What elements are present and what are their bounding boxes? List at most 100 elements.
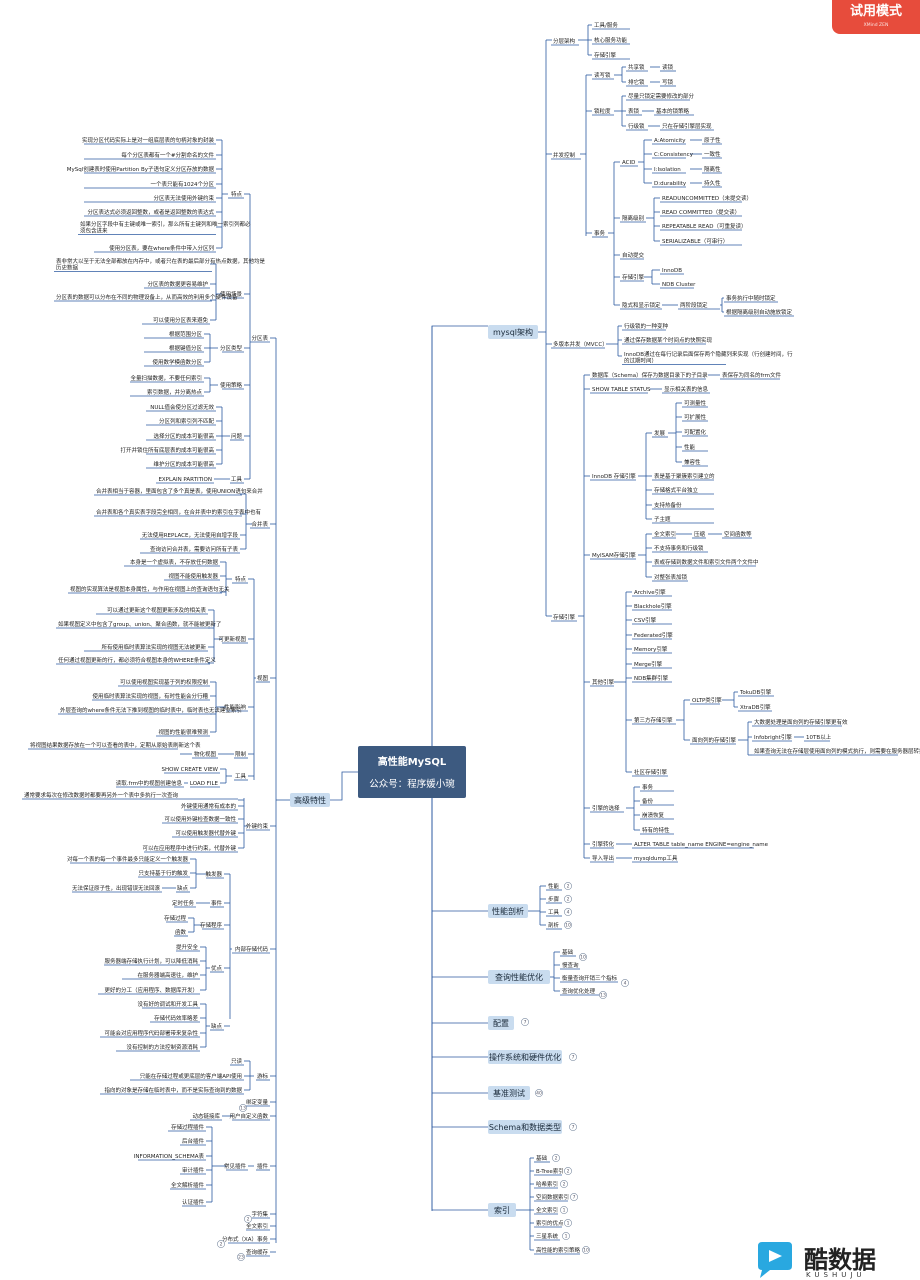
category-advanced-features-label: 高级特性: [294, 795, 326, 805]
collapse-count-badge[interactable]: [562, 1232, 570, 1240]
materialized-view-desc: 将视图结果数据存放在一个可以查看的表中，定期从原始表刷新这个表: [30, 741, 201, 749]
trial-mode-sub: XMind ZEN: [863, 23, 889, 28]
category-mysql-arch[interactable]: [488, 325, 538, 339]
foreign-key-item: 外键使用通常有成本的: [181, 802, 237, 810]
implicit-explicit-lock-node: 隐式和显示锁定: [622, 301, 661, 309]
category-performance-profiling-label: 性能剖析: [492, 906, 524, 916]
rw-lock-node: 读写锁: [594, 71, 611, 79]
view-perf-node: 性能影响: [224, 703, 247, 711]
arch-layer-item: 核心服务功能: [594, 36, 628, 44]
innodb-develop-item: 可扩展性: [684, 413, 707, 421]
innodb-feature: 支持热备份: [654, 501, 682, 509]
stored-code-cons-node: 缺点: [211, 1022, 223, 1030]
isolation-level-item: READUNCOMMITTED（未提交读）: [662, 194, 752, 202]
acid-property: A:Atomicity: [654, 138, 686, 144]
collapse-count-badge[interactable]: [621, 979, 629, 987]
innodb-develop-item: 可配置化: [684, 428, 707, 436]
plugin-item: 后台插件: [182, 1137, 205, 1145]
collapse-count-badge[interactable]: [564, 1167, 572, 1175]
foreign-key-item: 可以使用触发器代替外键: [175, 829, 236, 837]
category-index-label: 索引: [494, 1205, 510, 1215]
stored-code-cons-item: 可能会对应用程序代码部署带来复杂性: [104, 1029, 198, 1037]
category-os-hardware[interactable]: [488, 1050, 562, 1064]
collapse-count-badge[interactable]: [564, 921, 572, 929]
partition-feature-item: 实现分区代码实际上是对一组底层表的句柄对象的封装: [82, 136, 215, 144]
myisam-spatial: 空间函数等: [724, 530, 752, 538]
collapse-count-badge[interactable]: [560, 1180, 568, 1188]
central-topic-subtitle: 公众号：程序媛小琬: [369, 778, 455, 790]
collapse-count-badge[interactable]: [599, 991, 607, 999]
partition-scene-item: 表非常大以至于无法全部都放在内存中，或者只在表的最后部分有热点数据，其他均是历史…: [56, 257, 266, 272]
category-benchmark[interactable]: [488, 1086, 530, 1100]
lock-granularity-node: 锁粒度: [594, 107, 611, 115]
innodb-develop-item: 兼容性: [684, 458, 701, 466]
other-engine-item: CSV引擎: [634, 616, 657, 624]
partition-feature-item: 使用分区表，要在where条件中带入分区列: [109, 244, 214, 252]
acid-property-cn: 隔离性: [704, 165, 721, 173]
partition-feature-node: 特点: [231, 190, 243, 198]
show-table-status-node: SHOW TABLE STATUS: [592, 387, 651, 393]
collapse-count-badge[interactable]: [564, 1219, 572, 1227]
collapse-count: 10: [580, 955, 586, 961]
engine-choice-node: 引擎的选择: [592, 804, 620, 812]
collapse-count-badge[interactable]: [564, 882, 572, 890]
collapse-count-badge[interactable]: [217, 1240, 225, 1248]
mvcc-item: 通过保存数据某个时间点的快照实现: [624, 336, 713, 344]
row-lock-desc: 只在存储引擎层实现: [662, 122, 712, 130]
collapse-count-badge[interactable]: [569, 1053, 577, 1061]
category-query-optimization[interactable]: [488, 970, 550, 984]
mvcc-item: 行级锁的一种变种: [624, 322, 669, 330]
category-index[interactable]: [488, 1203, 516, 1217]
other-engine-item: NDB集群引擎: [634, 674, 669, 682]
partition-feature-item: 分区表达式必须返回整数，或者是返回整数的表达式: [87, 208, 214, 216]
myisam-engine-node: MyISAM存储引擎: [592, 551, 636, 559]
acid-property: D:durability: [654, 181, 687, 187]
collapse-count-badge[interactable]: [237, 1253, 245, 1261]
category-performance-profiling[interactable]: [488, 904, 528, 918]
plugin-item: INFORMATION_SCHEMA表: [134, 1152, 205, 1160]
trigger-cons-node: 缺点: [177, 884, 189, 892]
index-item: B-Tree索引: [536, 1167, 564, 1175]
schema-dir-node: 数据库（Schema）保存为数据目录下的子目录: [592, 371, 708, 379]
innodb-feature: 子主题: [654, 515, 671, 523]
column-engine-desc: 大数据处理是面向列的存储引擎更有效: [754, 718, 848, 726]
category-advanced-features[interactable]: [290, 793, 330, 807]
stored-code-cons-item: 没有控制的方法控制资源消耗: [126, 1043, 198, 1051]
oltp-engines-node: OLTP类引擎: [692, 696, 722, 704]
advanced-tail-item: 字符集: [251, 1210, 268, 1218]
collapse-count-badge[interactable]: [564, 895, 572, 903]
central-topic[interactable]: [358, 746, 466, 798]
exclusive-lock-node: 排它锁: [628, 78, 645, 86]
foreign-key-node: 外键约束: [246, 822, 269, 830]
category-schema-datatypes-label: Schema和数据类型: [489, 1122, 561, 1132]
innodb-leaf: InnoDB: [662, 268, 682, 274]
collapse-count-badge[interactable]: [535, 1089, 543, 1097]
plugin-item: 存储过程插件: [171, 1123, 205, 1131]
collapse-count-badge[interactable]: [239, 1104, 247, 1112]
collapse-count-badge[interactable]: [564, 908, 572, 916]
innodb-engine-node: InnoDB 存储引擎: [592, 472, 636, 480]
stored-code-cons-item: 存储代码效率略差: [154, 1014, 199, 1022]
trial-mode-badge[interactable]: 试用模式 XMind ZEN: [832, 0, 920, 34]
collapse-count-badge[interactable]: [569, 1123, 577, 1131]
collapse-count-badge[interactable]: [579, 953, 587, 961]
partition-problem-item: 打开并锁住所有底层表的成本可能很高: [120, 446, 214, 454]
mvcc-item: InnoDB通过在每行记录后面保存两个隐藏列来实现（行创建时间，行的过期时间）: [624, 350, 793, 365]
collapse-count-badge[interactable]: [552, 1154, 560, 1162]
myisam-feature: 不支持事务和行级锁: [654, 544, 704, 552]
collapse-count-badge[interactable]: [570, 1193, 578, 1201]
collapse-count-badge[interactable]: [582, 1246, 590, 1254]
category-schema-datatypes[interactable]: [488, 1120, 562, 1134]
collapse-count: 4: [624, 981, 627, 987]
category-config[interactable]: [488, 1016, 514, 1030]
collapse-count-badge[interactable]: [560, 1206, 568, 1214]
table-lock-desc: 基本的锁策略: [656, 107, 690, 115]
acid-property-cn: 一致性: [704, 150, 721, 158]
cursor-item: 指向的对象是存储在临时表中，而不是实际查询到的数据: [104, 1086, 242, 1094]
collapse-count-badge[interactable]: [244, 1215, 252, 1223]
collapse-count-badge[interactable]: [521, 1018, 529, 1026]
arch-layer-item: 存储引擎: [594, 51, 617, 59]
partition-table-node: 分区表: [251, 334, 268, 342]
engine-choice-item: 特有的特性: [642, 826, 670, 834]
myisam-compress: 压缩: [694, 530, 706, 538]
